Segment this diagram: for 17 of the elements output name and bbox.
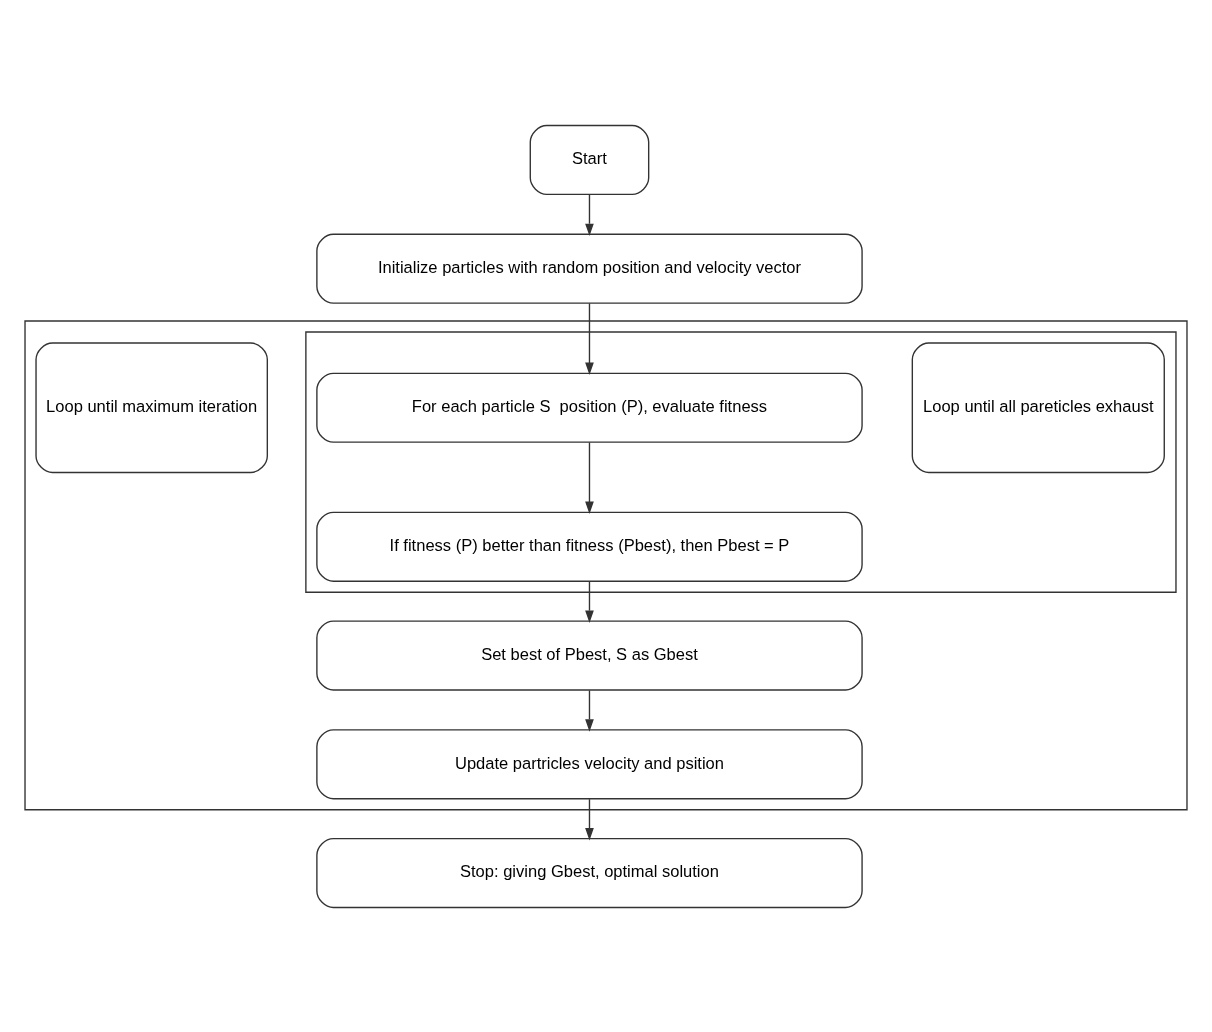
cluster <box>24 319 1188 810</box>
node-box: Update partricles velocity and psition <box>316 728 863 799</box>
arrow <box>585 302 594 375</box>
node-box: For each particle S position (P), evaluate fitness <box>316 372 863 443</box>
node-box: If fitness (P) better than fitness (Pbest), then Pbest = P <box>316 511 863 582</box>
node-box: Start <box>529 124 650 195</box>
node-box: Stop: giving Gbest, optimal solution <box>316 837 863 908</box>
arrow <box>585 798 594 840</box>
node-box: Initialize particles with random position and velocity vector <box>316 233 863 304</box>
arrow <box>585 441 594 514</box>
node-box: Loop until maximum iteration <box>35 341 268 473</box>
node-box: Set best of Pbest, S as Gbest <box>316 619 863 691</box>
cluster <box>305 330 1177 593</box>
arrow <box>585 580 594 623</box>
node-box: Loop until all pareticles exhaust <box>911 341 1165 473</box>
arrow <box>585 689 594 732</box>
arrow <box>585 193 594 236</box>
